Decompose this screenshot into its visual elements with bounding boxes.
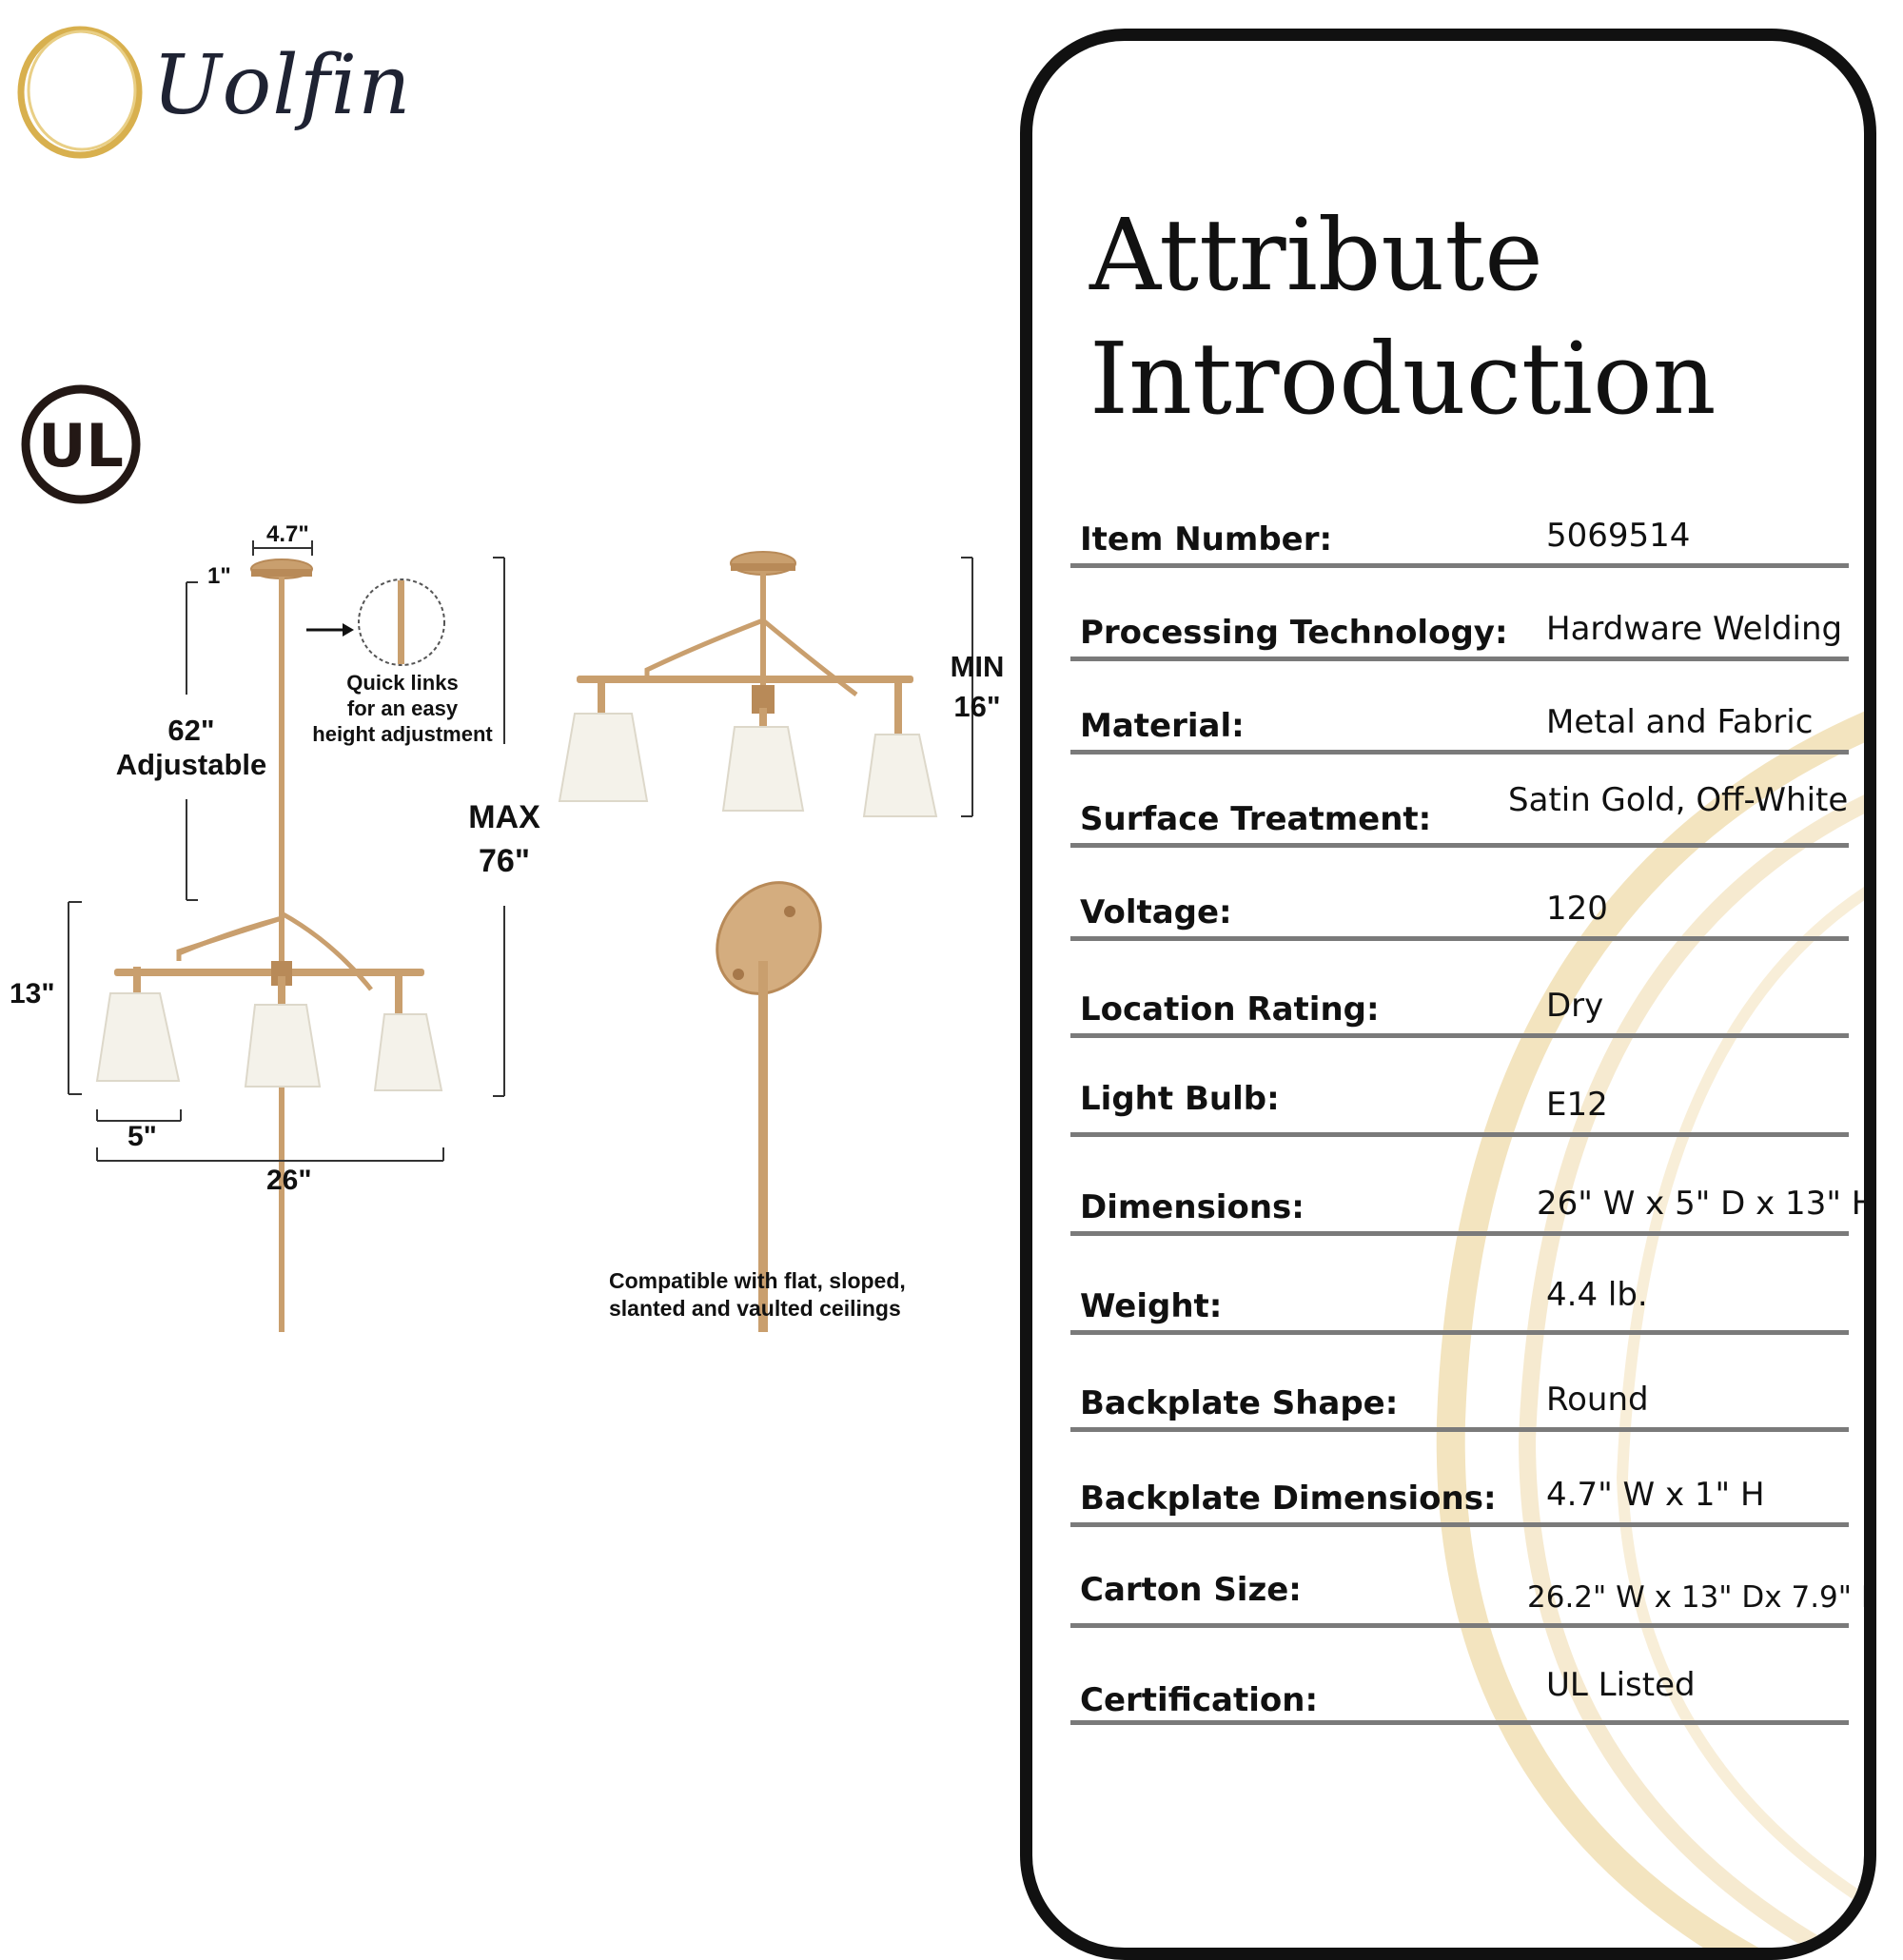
fixture-height-label: 13"	[10, 978, 55, 1009]
attribute-row-carton-size: Carton Size:26.2" W x 13" Dx 7.9" H	[1070, 1542, 1864, 1628]
min-height-label: MIN 16"	[950, 650, 1005, 723]
attribute-row-location-rating: Location Rating:Dry	[1070, 952, 1849, 1038]
fixture-width-label: 26"	[266, 1165, 312, 1196]
attribute-row-backplate-dimensions: Backplate Dimensions:4.7" W x 1" H	[1070, 1441, 1849, 1527]
backplate-width-label: 4.7"	[266, 521, 309, 547]
attribute-row-weight: Weight:4.4 lb.	[1070, 1249, 1849, 1335]
adjustable-length-label: 62" Adjustable	[115, 714, 267, 781]
fixture-dimension-drawing	[68, 540, 973, 1332]
attribute-row-light-bulb: Light Bulb:E12	[1070, 1051, 1849, 1137]
ul-logo-icon: UL	[21, 384, 141, 504]
ceiling-compatibility-note: Compatible with flat, sloped, slanted an…	[609, 1268, 906, 1321]
attribute-row-dimensions: Dimensions:26" W x 5" D x 13" H	[1070, 1150, 1864, 1236]
max-height-label: MAX 76"	[468, 799, 540, 879]
attribute-row-material: Material:Metal and Fabric	[1070, 669, 1849, 755]
attribute-row-surface-treatment: Surface Treatment:Satin Gold, Off-White	[1070, 762, 1849, 848]
svg-text:UL: UL	[38, 411, 124, 480]
attribute-panel: Attribute Introduction Item Number:50695…	[1020, 29, 1876, 1960]
attribute-row-backplate-shape: Backplate Shape:Round	[1070, 1346, 1849, 1432]
attribute-row-processing-technology: Processing Technology:Hardware Welding	[1070, 576, 1849, 661]
attribute-row-voltage: Voltage:120	[1070, 855, 1849, 941]
attribute-row-item-number: Item Number:5069514	[1070, 482, 1849, 568]
quick-links-note: Quick links for an easy height adjustmen…	[312, 671, 493, 746]
shade-width-label: 5"	[128, 1121, 157, 1152]
backplate-height-label: 1"	[207, 563, 231, 589]
decorative-swirl-icon	[1436, 711, 1864, 1948]
panel-title: Attribute Introduction	[1089, 197, 1717, 437]
brand-name: Uolfin	[152, 38, 412, 133]
gold-ring-icon	[17, 26, 143, 159]
attribute-row-certification: Certification:UL Listed	[1070, 1639, 1849, 1725]
